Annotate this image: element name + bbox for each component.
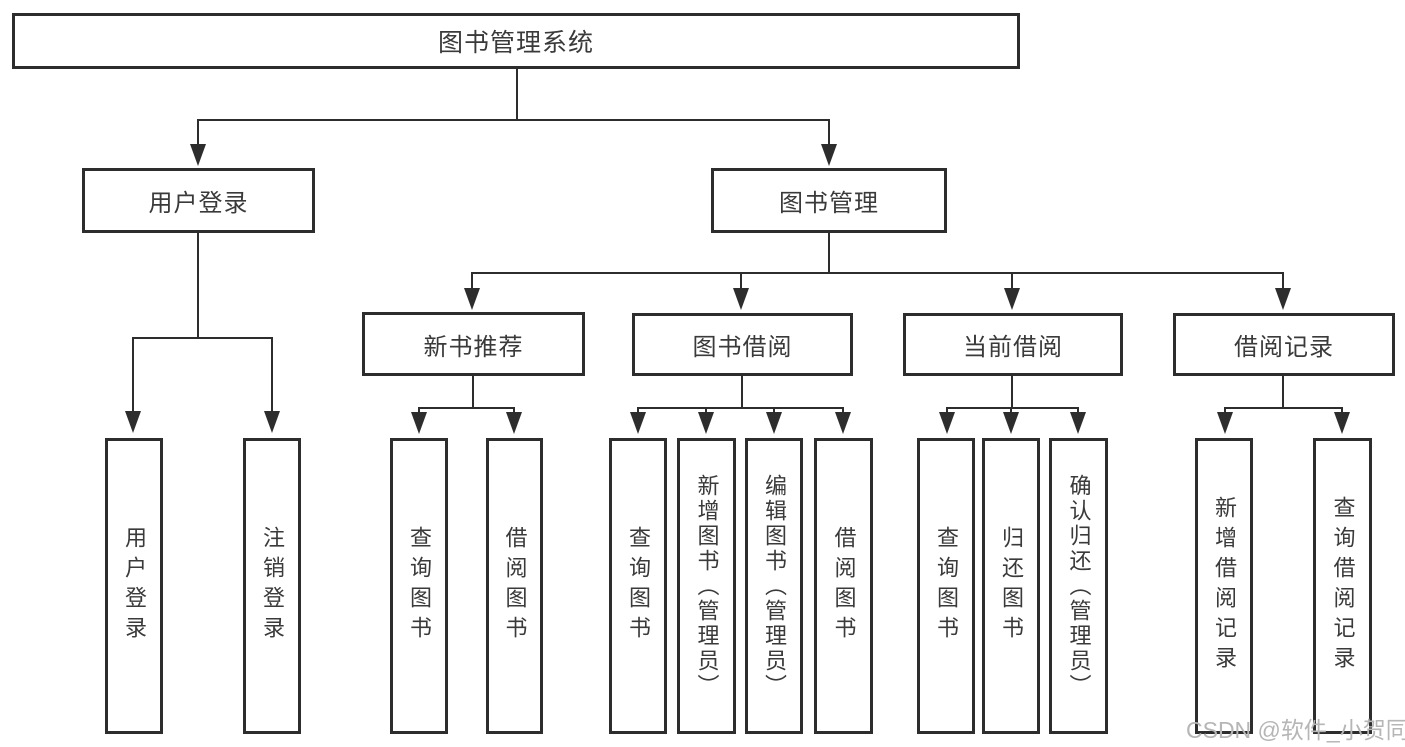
leaf-return-books-label: 归还图书 [999,526,1024,646]
connector-book-borrow-trunk [741,376,743,407]
leaf-query-borrow-record-label: 查询借阅记录 [1330,496,1356,676]
node-root: 图书管理系统 [12,13,1020,69]
leaf-add-borrow-record: 新增借阅记录 [1195,438,1253,734]
connector-new-book-recommend-trunk [472,376,474,407]
arrowhead-leaf-query-books-1-icon [411,412,427,434]
node-current-borrow: 当前借阅 [903,313,1123,376]
leaf-edit-book-admin: 编辑图书（管理员） [745,438,803,734]
connector-user-login-branch [133,337,273,339]
node-book-borrow-label: 图书借阅 [692,334,793,361]
connector-level3-shaft [740,272,742,294]
connector-borrow-records-trunk [1282,376,1284,407]
leaf-add-book-admin: 新增图书（管理员） [677,438,736,734]
connector-user-login-trunk [197,233,199,337]
arrowhead-leaf-confirm-return-icon [1070,412,1086,434]
connector-new-book-recommend-branch [418,407,514,409]
connector-level3-branch [472,272,1284,274]
arrowhead-leaf-add-borrow-record-icon [1217,412,1233,434]
leaf-edit-book-admin-label: 编辑图书（管理员） [762,473,787,699]
node-book-borrow: 图书借阅 [632,313,853,376]
connector-borrow-records-branch [1224,407,1342,409]
leaf-query-books-3: 查询图书 [917,438,975,734]
leaf-return-books: 归还图书 [982,438,1040,734]
leaf-add-book-admin-label: 新增图书（管理员） [694,473,720,699]
leaf-confirm-return-admin: 确认归还（管理员） [1049,438,1108,734]
leaf-user-login-label: 用户登录 [122,526,147,646]
arrowhead-leaf-borrow-books-2-icon [835,412,851,434]
leaf-query-books-1: 查询图书 [390,438,448,734]
arrowhead-leaf-query-borrow-record-icon [1334,412,1350,434]
connector-root-trunk [516,69,518,119]
node-user-login: 用户登录 [82,168,315,233]
leaf-query-books-2-label: 查询图书 [626,526,651,646]
node-new-book-recommend: 新书推荐 [362,312,585,376]
leaf-logout-login-label: 注销登录 [260,526,285,646]
arrowhead-leaf-user-login-icon [125,411,141,433]
node-borrow-records-label: 借阅记录 [1234,334,1334,361]
leaf-borrow-books-1-label: 借阅图书 [502,526,528,646]
leaf-query-books-2: 查询图书 [609,438,667,734]
arrowhead-leaf-query-books-2-icon [630,412,646,434]
leaf-confirm-return-admin-label: 确认归还（管理员） [1066,473,1092,699]
arrowhead-leaf-logout-icon [264,411,280,433]
leaf-logout-login: 注销登录 [243,438,301,734]
leaf-query-books-3-label: 查询图书 [934,526,959,646]
leaf-borrow-books-2: 借阅图书 [814,438,873,734]
connector-book-management-trunk [828,233,830,272]
connector-user-login-shaft [197,119,199,149]
connector-level3-shaft [1282,272,1284,294]
arrowhead-leaf-add-book-icon [698,412,714,434]
node-current-borrow-label: 当前借阅 [963,334,1063,361]
leaf-user-login: 用户登录 [105,438,163,734]
connector-book-management-shaft [828,119,830,149]
csdn-watermark: CSDN @软件_小贺同学 [1186,717,1405,743]
connector-level3-shaft [471,272,473,294]
arrowhead-user-login-icon [190,144,206,166]
node-book-management-label: 图书管理 [779,190,879,217]
connector-level3-shaft [1011,272,1013,294]
arrowhead-book-borrow-icon [733,288,749,310]
arrowhead-leaf-borrow-books-1-icon [506,412,522,434]
leaf-add-borrow-record-label: 新增借阅记录 [1212,496,1237,676]
arrowhead-borrow-records-icon [1275,288,1291,310]
leaf-query-borrow-record: 查询借阅记录 [1313,438,1372,734]
arrowhead-leaf-edit-book-icon [766,412,782,434]
node-root-label: 图书管理系统 [437,29,594,57]
node-borrow-records: 借阅记录 [1173,313,1395,376]
arrowhead-leaf-query-books-3-icon [939,412,955,434]
connector-leaf-shaft [271,337,273,412]
arrowhead-leaf-return-books-icon [1003,412,1019,434]
node-new-book-recommend-label: 新书推荐 [423,333,524,361]
node-user-login-label: 用户登录 [148,190,249,217]
connector-book-borrow-branch [637,407,843,409]
connector-current-borrow-branch [946,407,1078,409]
arrowhead-current-borrow-icon [1004,288,1020,310]
connector-leaf-shaft [132,337,134,412]
leaf-borrow-books-2-label: 借阅图书 [831,526,857,646]
leaf-query-books-1-label: 查询图书 [407,526,432,646]
node-book-management: 图书管理 [711,168,947,233]
arrowhead-new-book-recommend-icon [464,288,480,310]
leaf-borrow-books-1: 借阅图书 [486,438,543,734]
arrowhead-book-management-icon [821,144,837,166]
connector-current-borrow-trunk [1011,376,1013,407]
connector-level2-branch [197,119,830,121]
